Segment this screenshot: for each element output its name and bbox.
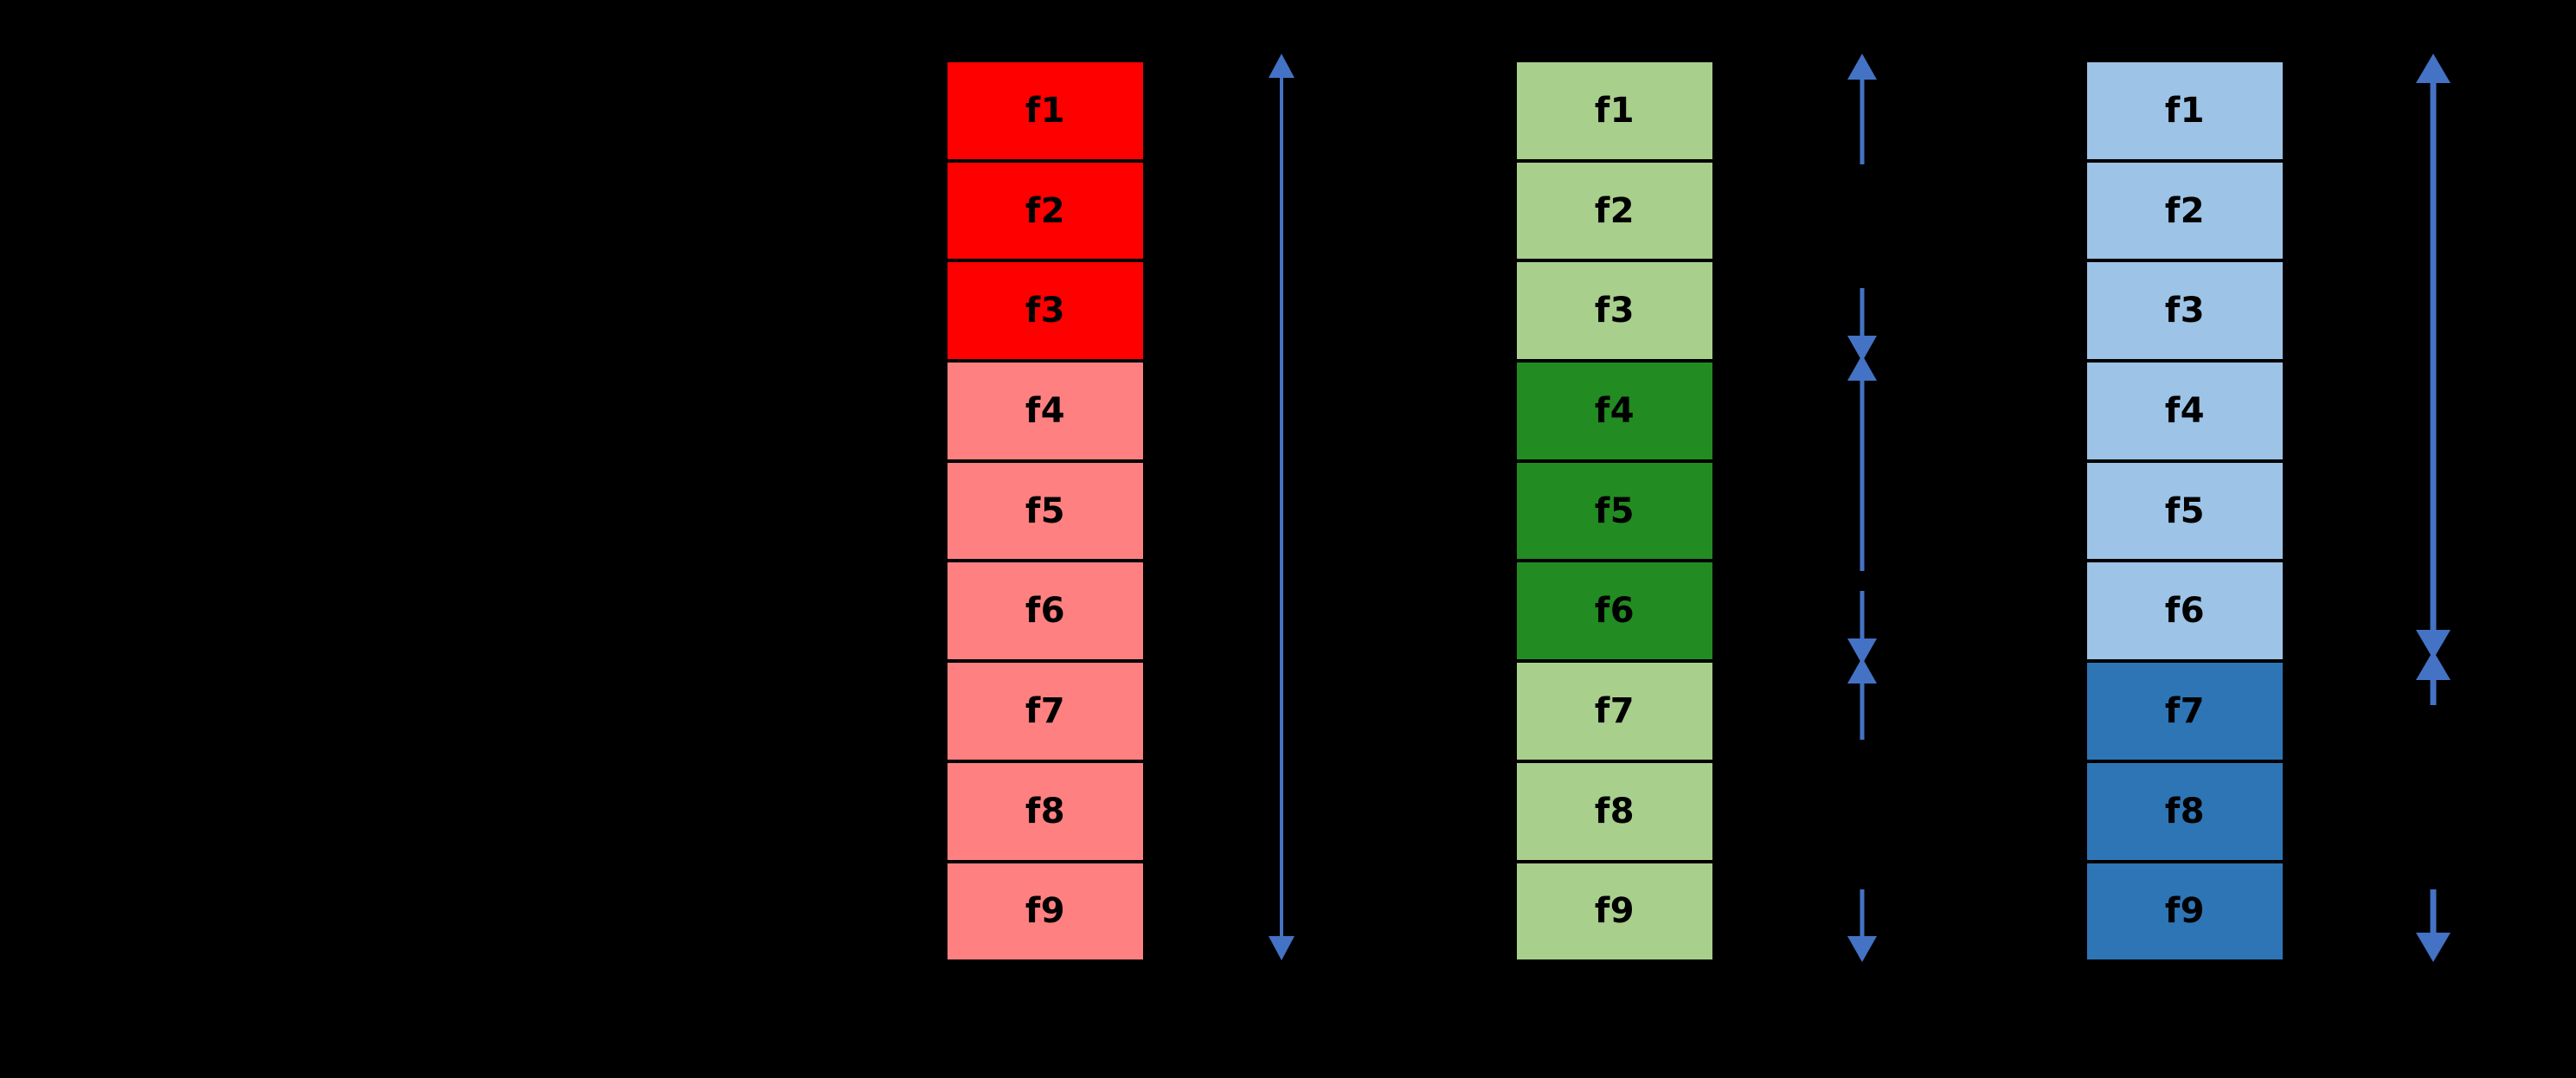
- feature-cell[interactable]: f3: [2085, 260, 2284, 362]
- arrow-head-down: [1847, 936, 1877, 962]
- feature-cell[interactable]: f1: [946, 61, 1145, 161]
- arrow-svg: [2416, 54, 2451, 962]
- red-column: f1 f2 f3 f4 f5 f6 f7 f8 f9: [946, 61, 1145, 962]
- feature-cell-label: f6: [1025, 591, 1066, 632]
- feature-cell[interactable]: f4: [946, 361, 1145, 461]
- feature-cell[interactable]: f8: [2085, 760, 2284, 862]
- arrow-head-up: [1269, 54, 1294, 78]
- feature-cell-label: f2: [2164, 190, 2206, 231]
- feature-cell-label: f1: [1594, 90, 1635, 131]
- green-arrow-group: [1810, 0, 1914, 1078]
- feature-cell[interactable]: f7: [2085, 661, 2284, 761]
- feature-cell[interactable]: f6: [2085, 561, 2284, 662]
- feature-cell-label: f9: [1594, 891, 1635, 932]
- feature-cell[interactable]: f5: [1515, 460, 1714, 561]
- feature-cell-label: f6: [1594, 591, 1635, 632]
- feature-cell[interactable]: f2: [1515, 160, 1714, 261]
- feature-cell-label: f5: [1594, 491, 1635, 531]
- arrow-head-down: [1269, 936, 1294, 960]
- feature-cell[interactable]: f2: [946, 160, 1145, 261]
- feature-cell-label: f7: [1594, 690, 1635, 731]
- feature-cell[interactable]: f5: [2085, 460, 2284, 561]
- feature-cell[interactable]: f9: [946, 861, 1145, 962]
- feature-cell-label: f3: [2164, 291, 2206, 331]
- feature-cell[interactable]: f2: [2085, 160, 2284, 261]
- feature-cell-label: f2: [1594, 190, 1635, 231]
- feature-cell-label: f7: [2164, 690, 2206, 731]
- feature-cell-label: f4: [2164, 390, 2206, 431]
- feature-cell[interactable]: f3: [1515, 260, 1714, 362]
- feature-cell-label: f5: [2164, 491, 2206, 531]
- arrow-head-up: [1847, 355, 1877, 381]
- feature-cell-label: f5: [1025, 491, 1066, 531]
- arrow-svg: [1847, 54, 1877, 962]
- feature-cell-label: f4: [1025, 390, 1066, 431]
- feature-cell-label: f4: [1594, 390, 1635, 431]
- feature-cell[interactable]: f8: [946, 760, 1145, 862]
- feature-cell-label: f2: [1025, 190, 1066, 231]
- feature-cell[interactable]: f1: [1515, 61, 1714, 161]
- arrow-head-up: [2416, 54, 2451, 83]
- feature-cell-label: f9: [2164, 891, 2206, 932]
- feature-cell-label: f3: [1594, 291, 1635, 331]
- red-arrow-group: [1230, 0, 1333, 1078]
- arrow-head-down: [1847, 336, 1877, 362]
- arrow-head-down: [1847, 638, 1877, 664]
- arrow-head-up: [1847, 658, 1877, 683]
- feature-cell[interactable]: f9: [2085, 861, 2284, 962]
- feature-cell[interactable]: f3: [946, 260, 1145, 362]
- feature-cell[interactable]: f6: [946, 561, 1145, 662]
- feature-cell-label: f1: [1025, 90, 1066, 131]
- feature-cell[interactable]: f5: [946, 460, 1145, 561]
- feature-cell-label: f6: [2164, 591, 2206, 632]
- green-column: f1 f2 f3 f4 f5 f6 f7 f8 f9: [1515, 61, 1714, 962]
- feature-cell[interactable]: f7: [946, 661, 1145, 761]
- feature-cell-label: f8: [2164, 791, 2206, 831]
- arrow-head-down: [2416, 630, 2451, 659]
- arrow-svg: [1269, 54, 1294, 960]
- arrow-head-up: [1847, 54, 1877, 80]
- feature-cell[interactable]: f6: [1515, 561, 1714, 662]
- feature-cell[interactable]: f7: [1515, 661, 1714, 761]
- feature-cell[interactable]: f9: [1515, 861, 1714, 962]
- arrow-head-up: [2416, 651, 2451, 680]
- arrow-head-down: [2416, 933, 2451, 962]
- feature-cell-label: f7: [1025, 690, 1066, 731]
- feature-cell-label: f8: [1025, 791, 1066, 831]
- feature-cell-label: f1: [2164, 90, 2206, 131]
- blue-column: f1 f2 f3 f4 f5 f6 f7 f8 f9: [2085, 61, 2284, 962]
- feature-cell[interactable]: f4: [1515, 361, 1714, 461]
- feature-cell-label: f3: [1025, 291, 1066, 331]
- feature-cell[interactable]: f1: [2085, 61, 2284, 161]
- feature-cell-label: f8: [1594, 791, 1635, 831]
- feature-cell-label: f9: [1025, 891, 1066, 932]
- feature-cell[interactable]: f4: [2085, 361, 2284, 461]
- feature-cell[interactable]: f8: [1515, 760, 1714, 862]
- blue-arrow-group: [2381, 0, 2485, 1078]
